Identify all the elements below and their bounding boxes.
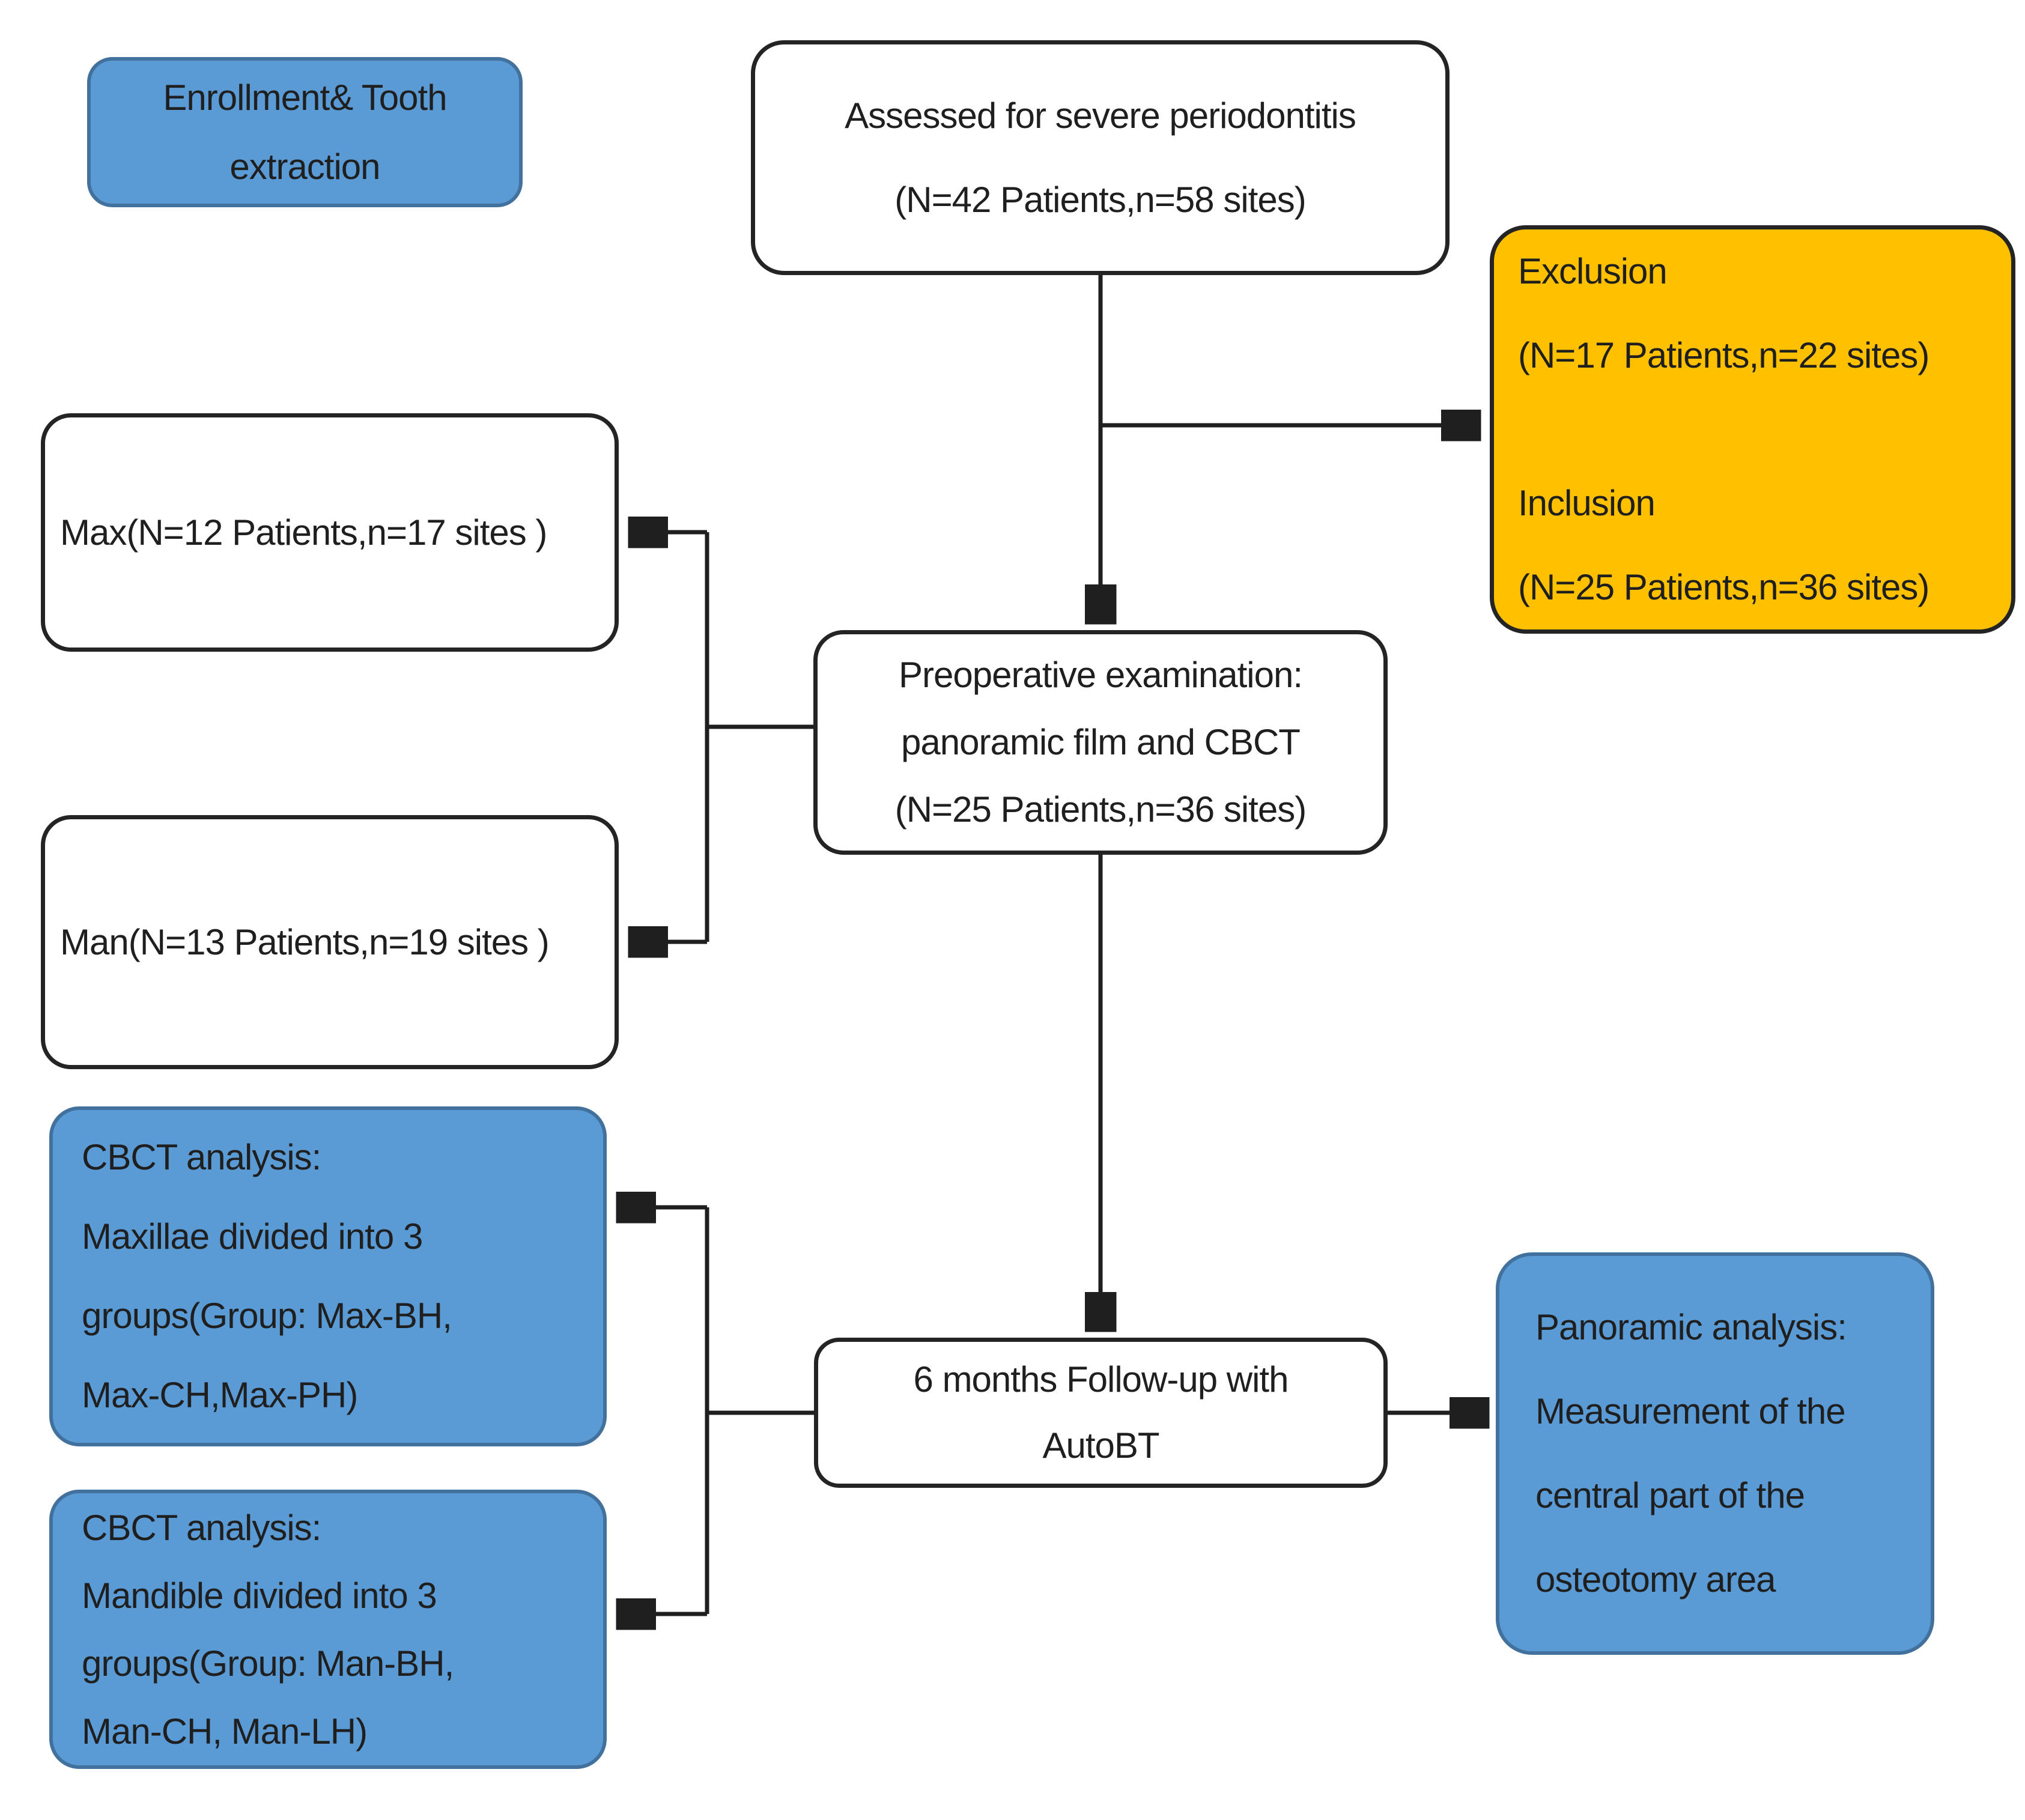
text-line: Maxillae divided into 3 bbox=[82, 1216, 423, 1257]
text-line: groups(Group: Man-BH, bbox=[82, 1643, 454, 1684]
text-line: Exclusion bbox=[1518, 251, 1668, 291]
text-line: 6 months Follow-up with bbox=[913, 1359, 1289, 1400]
text-line: Assessed for severe periodontitis bbox=[845, 95, 1356, 136]
text-line: (N=25 Patients,n=36 sites) bbox=[894, 789, 1307, 830]
text-line: AutoBT bbox=[1042, 1425, 1159, 1466]
text-line: panoramic film and CBCT bbox=[901, 722, 1301, 762]
text-line: Inclusion bbox=[1518, 483, 1656, 523]
text-line: Mandible divided into 3 bbox=[82, 1575, 437, 1616]
text-line: Max(N=12 Patients,n=17 sites ) bbox=[60, 512, 547, 553]
text-line: Man(N=13 Patients,n=19 sites ) bbox=[60, 922, 550, 962]
box-cbct-mandible: CBCT analysis: Mandible divided into 3 g… bbox=[49, 1490, 607, 1769]
spacer bbox=[1518, 398, 2011, 461]
box-six-months-follow-up: 6 months Follow-up with AutoBT bbox=[814, 1338, 1388, 1488]
text-line: CBCT analysis: bbox=[82, 1137, 321, 1177]
text-line: Panoramic analysis: bbox=[1535, 1307, 1847, 1347]
text-line: Man-CH, Man-LH) bbox=[82, 1711, 368, 1752]
text-line: groups(Group: Max-BH, bbox=[82, 1296, 452, 1336]
text-line: Enrollment& Tooth bbox=[163, 77, 447, 118]
text-line: Preoperative examination: bbox=[898, 655, 1303, 695]
text-line: CBCT analysis: bbox=[82, 1507, 321, 1548]
box-max: Max(N=12 Patients,n=17 sites ) bbox=[41, 413, 619, 652]
text-line: (N=17 Patients,n=22 sites) bbox=[1518, 335, 1929, 375]
text-line: central part of the bbox=[1535, 1475, 1805, 1515]
text-line: Max-CH,Max-PH) bbox=[82, 1375, 358, 1415]
box-preoperative: Preoperative examination: panoramic film… bbox=[813, 630, 1388, 855]
box-assessed: Assessed for severe periodontitis (N=42 … bbox=[751, 40, 1450, 275]
box-panoramic-analysis: Panoramic analysis: Measurement of the c… bbox=[1496, 1252, 1934, 1655]
text-line: osteotomy area bbox=[1535, 1559, 1776, 1600]
text-line: extraction bbox=[229, 147, 380, 187]
box-exclusion-inclusion: Exclusion (N=17 Patients,n=22 sites) Inc… bbox=[1490, 225, 2015, 634]
box-enrollment-tooth-extraction: Enrollment& Tooth extraction bbox=[87, 57, 523, 207]
text-line: Measurement of the bbox=[1535, 1391, 1846, 1431]
text-line: (N=42 Patients,n=58 sites) bbox=[894, 179, 1306, 220]
box-cbct-maxillae: CBCT analysis: Maxillae divided into 3 g… bbox=[49, 1106, 607, 1446]
text-line: (N=25 Patients,n=36 sites) bbox=[1518, 567, 1929, 607]
box-man: Man(N=13 Patients,n=19 sites ) bbox=[41, 815, 619, 1069]
